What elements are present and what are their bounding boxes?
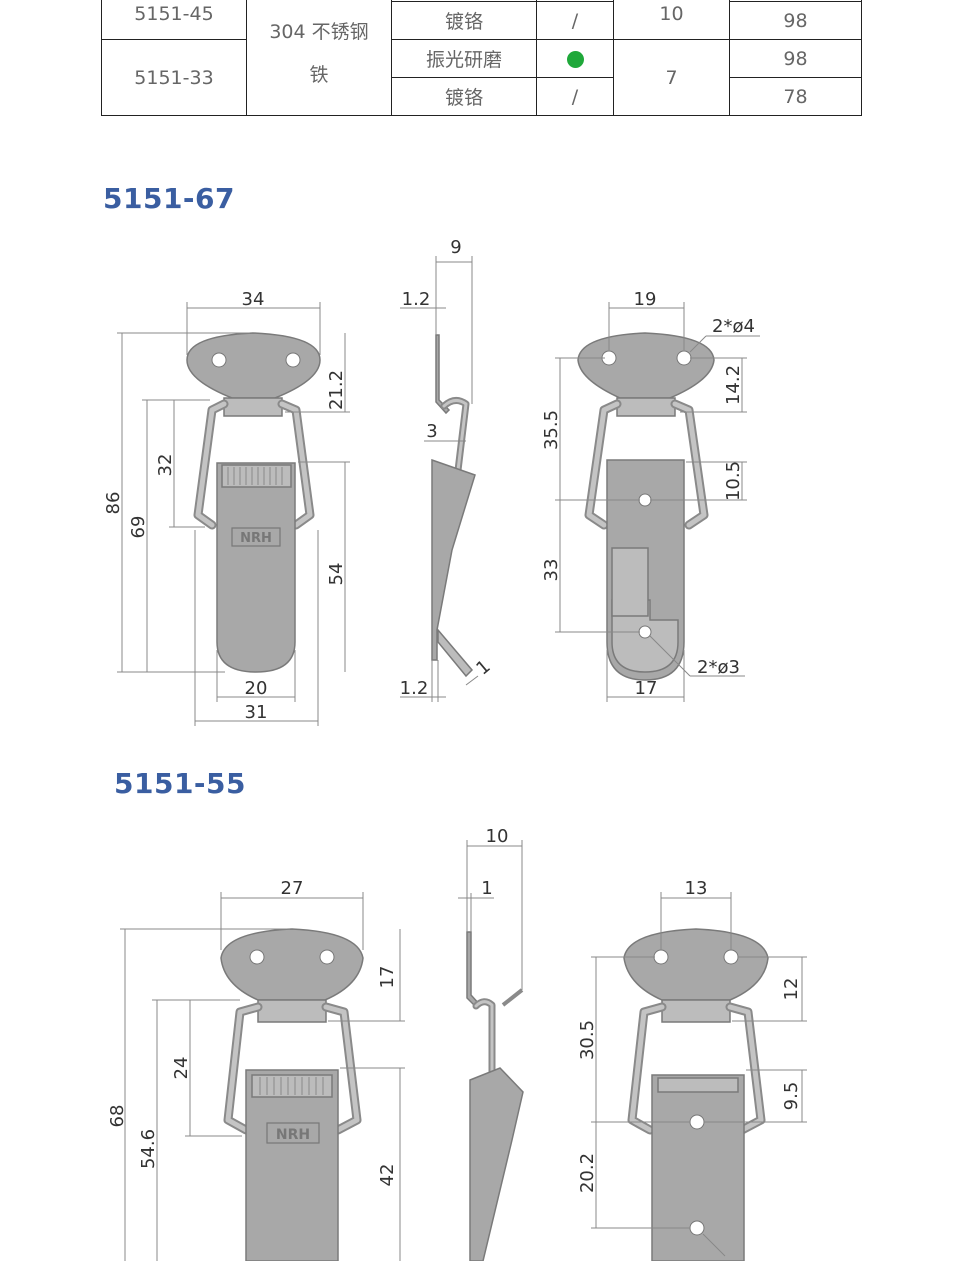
dim-label: 32 [155, 454, 176, 477]
front-view-5151-67: NRH [186, 332, 321, 673]
front-view-5151-55: NRH [220, 928, 364, 1261]
finish-cell: 振光研磨 [391, 39, 537, 78]
front-dims-5151-67 [117, 302, 350, 726]
model-cell: 5151-33 [101, 39, 247, 116]
dim-label: 69 [128, 516, 149, 539]
back-view-5151-67 [577, 332, 715, 681]
dim-label: 27 [281, 878, 304, 899]
dim-label: 10 [486, 826, 509, 847]
dim-label: 54.6 [138, 1129, 159, 1169]
dim-label: 2*ø3 [697, 657, 740, 678]
dim-label: 17 [635, 678, 658, 699]
dim-label: 10.5 [723, 461, 744, 501]
front-dims-5151-55 [120, 892, 405, 1261]
dim-label: 13 [685, 878, 708, 899]
dim-label: 1.2 [400, 678, 429, 699]
material-text: 304 不锈钢 [269, 20, 369, 43]
dim-label: 1 [481, 878, 492, 899]
dim-label: 24 [171, 1057, 192, 1080]
dim-label: 19 [634, 289, 657, 310]
material-text-2: 铁 [309, 63, 329, 86]
table-row: 5151-33 振光研磨 7 98 [101, 39, 862, 116]
back-dims-5151-55 [591, 892, 807, 1257]
dim-label: 33 [541, 559, 562, 582]
qty-cell: 7 [613, 39, 730, 116]
dim-label: 3 [426, 421, 437, 442]
table-row: 镀铬 / 98 [102, 1, 862, 40]
dim-label: 20.2 [577, 1153, 598, 1193]
value-cell: 98 [729, 1, 862, 40]
dim-label: 2*ø4 [712, 316, 755, 337]
back-dims-5151-67 [555, 302, 760, 702]
side-view-5151-67 [431, 334, 476, 678]
table-row: 镀铬 / 78 [102, 77, 862, 116]
dim-label: 20 [245, 678, 268, 699]
dim-label: 12 [781, 978, 802, 1001]
finish-cell: 镀铬 [391, 77, 537, 116]
side-view-5151-55 [466, 931, 524, 1261]
section-title-5151-67: 5151-67 [103, 182, 236, 215]
brand-logo: NRH [276, 1127, 310, 1143]
back-view-5151-55 [623, 928, 769, 1261]
value-cell: 78 [729, 77, 862, 116]
dim-label: 21.2 [326, 370, 347, 410]
section-title-5151-55: 5151-55 [114, 767, 247, 800]
dim-label: 42 [377, 1164, 398, 1187]
dim-label: 35.5 [541, 410, 562, 450]
dim-label: 68 [107, 1105, 128, 1128]
dim-label: 30.5 [577, 1020, 598, 1060]
spec-table: 5151-45 304 不锈钢 铁 10 镀铬 / 98 5151-33 振光研… [101, 0, 862, 116]
side-dims-5151-67 [400, 256, 479, 702]
dim-label: 86 [103, 492, 124, 515]
mark-cell: / [536, 1, 614, 40]
dim-label: 31 [245, 702, 268, 723]
dim-label: 1 [472, 656, 494, 679]
green-dot-icon [566, 50, 584, 68]
dim-label: 9 [450, 237, 461, 258]
dim-label: 54 [326, 563, 347, 586]
mark-cell: / [536, 77, 614, 116]
side-dims-5151-55 [458, 840, 523, 990]
finish-cell: 镀铬 [391, 1, 537, 40]
dim-label: 17 [377, 966, 398, 989]
dim-label: 1.2 [402, 289, 431, 310]
material-cell: 304 不锈钢 铁 [246, 0, 392, 116]
dim-label: 14.2 [723, 365, 744, 405]
dim-label: 9.5 [781, 1082, 802, 1111]
brand-logo: NRH [240, 531, 272, 546]
dim-label: 34 [242, 289, 265, 310]
model-cell: 5151-45 [101, 0, 247, 40]
